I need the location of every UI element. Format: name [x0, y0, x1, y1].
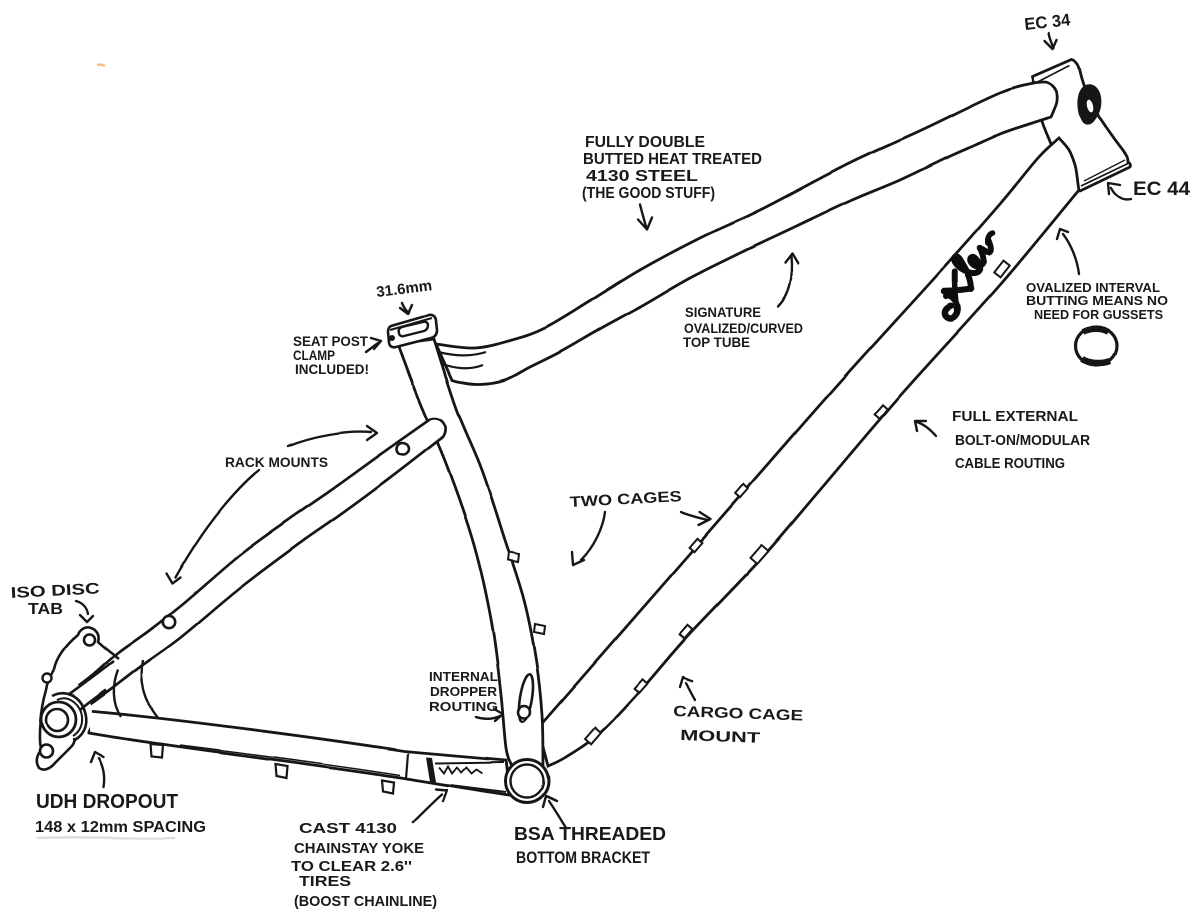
svg-text:SEAT POST: SEAT POST	[293, 334, 369, 349]
svg-text:OVALIZED/CURVED: OVALIZED/CURVED	[684, 320, 803, 336]
svg-text:EC 44: EC 44	[1133, 179, 1190, 200]
svg-text:148 x 12mm SPACING: 148 x 12mm SPACING	[35, 819, 206, 836]
svg-text:SIGNATURE: SIGNATURE	[685, 304, 761, 320]
svg-text:CHAINSTAY YOKE: CHAINSTAY YOKE	[294, 841, 424, 857]
svg-text:CLAMP: CLAMP	[293, 348, 335, 363]
svg-text:RACK MOUNTS: RACK MOUNTS	[225, 454, 328, 470]
svg-text:TO CLEAR 2.6'': TO CLEAR 2.6''	[291, 859, 412, 875]
svg-text:BSA THREADED: BSA THREADED	[514, 823, 666, 844]
svg-text:MOUNT: MOUNT	[680, 727, 761, 747]
svg-text:FULL EXTERNAL: FULL EXTERNAL	[952, 409, 1078, 425]
svg-text:BOTTOM BRACKET: BOTTOM BRACKET	[516, 849, 650, 867]
svg-text:CABLE ROUTING: CABLE ROUTING	[955, 456, 1065, 472]
svg-text:ROUTING: ROUTING	[429, 699, 498, 714]
svg-text:FULLY DOUBLE: FULLY DOUBLE	[585, 134, 705, 151]
svg-text:TWO CAGES: TWO CAGES	[569, 488, 682, 511]
svg-text:INTERNAL: INTERNAL	[429, 669, 498, 684]
svg-text:INCLUDED!: INCLUDED!	[295, 362, 369, 377]
svg-text:BUTTING MEANS NO: BUTTING MEANS NO	[1026, 294, 1168, 308]
svg-text:UDH DROPOUT: UDH DROPOUT	[36, 791, 178, 813]
svg-text:(BOOST CHAINLINE): (BOOST CHAINLINE)	[294, 893, 437, 910]
svg-text:TIRES: TIRES	[299, 874, 351, 890]
svg-text:31.6mm: 31.6mm	[375, 277, 433, 301]
svg-text:DROPPER: DROPPER	[430, 684, 498, 699]
svg-text:(THE GOOD STUFF): (THE GOOD STUFF)	[582, 185, 715, 202]
svg-text:OVALIZED INTERVAL: OVALIZED INTERVAL	[1026, 281, 1160, 295]
svg-text:TAB: TAB	[28, 601, 63, 618]
svg-text:4130 STEEL: 4130 STEEL	[586, 168, 698, 185]
svg-text:CARGO CAGE: CARGO CAGE	[673, 703, 804, 725]
svg-text:CAST 4130: CAST 4130	[299, 820, 397, 837]
svg-text:TOP TUBE: TOP TUBE	[683, 334, 750, 350]
svg-text:EC 34: EC 34	[1023, 10, 1071, 34]
svg-text:BOLT-ON/MODULAR: BOLT-ON/MODULAR	[955, 433, 1091, 449]
svg-text:ISO DISC: ISO DISC	[10, 580, 100, 602]
svg-text:BUTTED HEAT TREATED: BUTTED HEAT TREATED	[583, 151, 762, 168]
svg-text:NEED FOR GUSSETS: NEED FOR GUSSETS	[1034, 308, 1163, 322]
